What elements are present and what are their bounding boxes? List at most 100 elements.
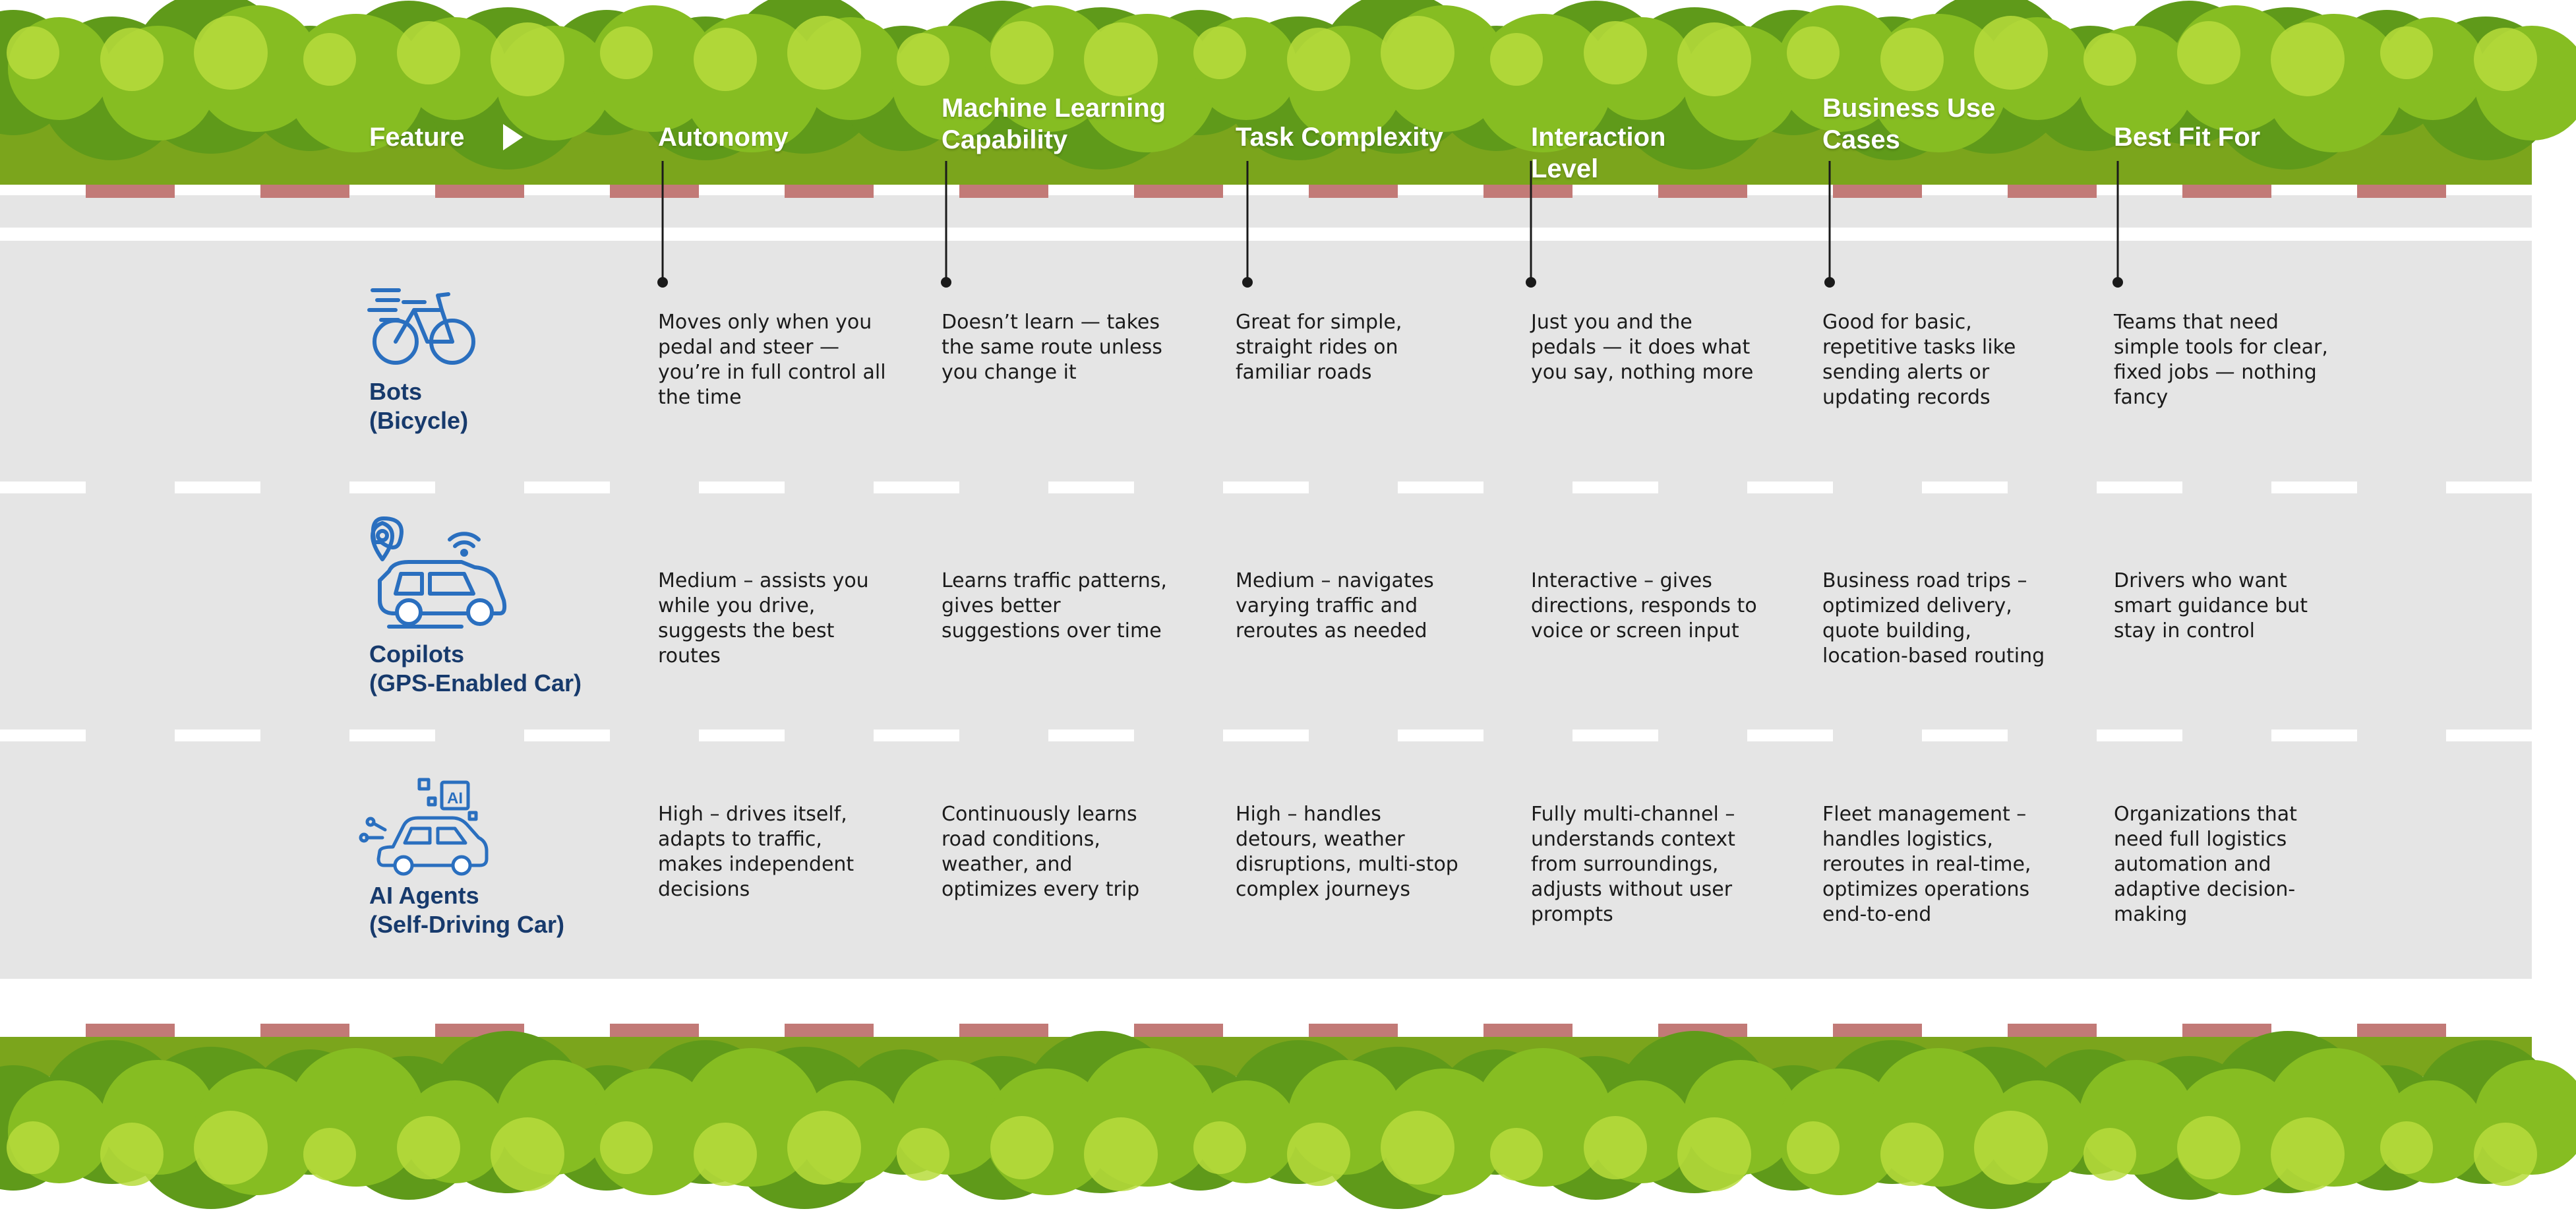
curb-block [435, 185, 524, 198]
curb-block [959, 1024, 1048, 1037]
lane-dash [1747, 730, 1833, 741]
bush-highlight [2474, 28, 2537, 91]
cell-line: adaptive decision- [2114, 878, 2296, 901]
cell-line: routes [658, 644, 721, 668]
cell-line: Medium – navigates [1236, 569, 1434, 592]
bush-highlight [303, 1128, 356, 1181]
curb-block [1833, 185, 1922, 198]
road-edge-bottom [0, 979, 2532, 992]
bush-highlight [2380, 26, 2433, 79]
header-ml-line-1: Machine Learning [942, 94, 1166, 123]
cell-line: gives better [942, 594, 1061, 617]
cell-line: quote building, [1822, 619, 1971, 642]
lane-dash [2271, 730, 2357, 741]
cell-line: High – handles [1236, 803, 1381, 826]
lane-dash [2097, 481, 2182, 493]
header-business-use-cases: Business Use Cases [1822, 92, 1995, 156]
header-machine-learning: Machine Learning Capability [942, 92, 1166, 156]
curb-block [1309, 1024, 1398, 1037]
bush-highlight [2271, 22, 2345, 96]
cell-line: understands context [1531, 828, 1735, 851]
header-il-line-1: Interaction [1531, 123, 1666, 152]
cell-line: suggestions over time [942, 619, 1162, 642]
cell-line: handles logistics, [1822, 828, 1993, 851]
lane-dash [1048, 730, 1134, 741]
header-ml-line-2: Capability [942, 125, 1068, 154]
cell-line: varying traffic and [1236, 594, 1418, 617]
cell-line: automation and [2114, 853, 2271, 876]
header-best-fit-for: Best Fit For [2114, 123, 2261, 152]
cell-r2-c5: Business road trips –optimized delivery,… [1822, 569, 2060, 669]
cell-line: Just you and the [1531, 311, 1692, 334]
lane-divider-1 [0, 481, 2532, 493]
lane-dash [1922, 730, 2008, 741]
curb-line [0, 1024, 2532, 1034]
connector-dot [1242, 277, 1253, 288]
bush-highlight [2380, 1121, 2433, 1174]
cell-line: reroutes as needed [1236, 619, 1427, 642]
cell-line: High – drives itself, [658, 803, 847, 826]
bush-highlight [1287, 28, 1350, 91]
cell-line: sending alerts or [1822, 361, 1990, 384]
cell-r3-c5: Fleet management –handles logistics,rero… [1822, 802, 2060, 927]
curb-block [260, 1024, 349, 1037]
bush-highlight [100, 28, 164, 91]
lane-dash [874, 730, 959, 741]
cell-line: while you drive, [658, 594, 816, 617]
curb-block [86, 185, 175, 198]
cell-line: familiar roads [1236, 361, 1372, 384]
bush-highlight [1193, 26, 1246, 79]
cell-r3-c1: High – drives itself,adapts to traffic,m… [658, 802, 895, 902]
cell-line: voice or screen input [1531, 619, 1739, 642]
bush-highlight [2177, 21, 2240, 84]
cell-line: you change it [942, 361, 1077, 384]
lane-dash [1223, 730, 1309, 741]
cell-line: Fleet management – [1822, 803, 2027, 826]
cell-line: Teams that need [2114, 311, 2279, 334]
header-interaction-level: Interaction Level [1531, 121, 1665, 185]
header-buc-line-1: Business Use [1822, 94, 1996, 123]
bush-highlight [1880, 28, 1944, 91]
cell-line: pedals — it does what [1531, 336, 1751, 359]
bush-highlight [694, 1123, 757, 1186]
cell-line: fixed jobs — nothing [2114, 361, 2317, 384]
cell-line: directions, responds to [1531, 594, 1757, 617]
lane-dash [524, 481, 610, 493]
bush-highlight [397, 21, 460, 84]
bush-highlight [1787, 1121, 1840, 1174]
bush-highlight [1084, 22, 1158, 96]
header-task-complexity: Task Complexity [1236, 123, 1443, 152]
bush-highlight [2177, 1116, 2240, 1179]
bush-highlight [787, 16, 861, 90]
cell-line: updating records [1822, 386, 1991, 409]
curb-block [1833, 1024, 1922, 1037]
connector-dot [1824, 277, 1835, 288]
bush-highlight [491, 22, 564, 96]
cell-line: reroutes in real-time, [1822, 853, 2031, 876]
bush-highlight [2474, 1123, 2537, 1186]
bush-highlight [600, 1121, 653, 1174]
bush-highlight [1677, 22, 1751, 96]
bush-highlight [2083, 1128, 2136, 1181]
bush-highlight [194, 16, 268, 90]
lane-divider-2 [0, 730, 2532, 741]
cell-line: decisions [658, 878, 750, 901]
cell-line: detours, weather [1236, 828, 1405, 851]
row-label-copilots: Copilots (GPS-Enabled Car) [369, 640, 582, 698]
cell-line: Business road trips – [1822, 569, 2027, 592]
cell-line: from surroundings, [1531, 853, 1719, 876]
self-driving-car-icon [359, 778, 489, 876]
row-name: AI Agents [369, 882, 479, 909]
cell-line: pedal and steer — [658, 336, 839, 359]
ai-badge-label: AI [447, 790, 463, 807]
cell-line: Moves only when you [658, 311, 872, 334]
bush-highlight [990, 1116, 1054, 1179]
row-name: Bots [369, 378, 422, 405]
